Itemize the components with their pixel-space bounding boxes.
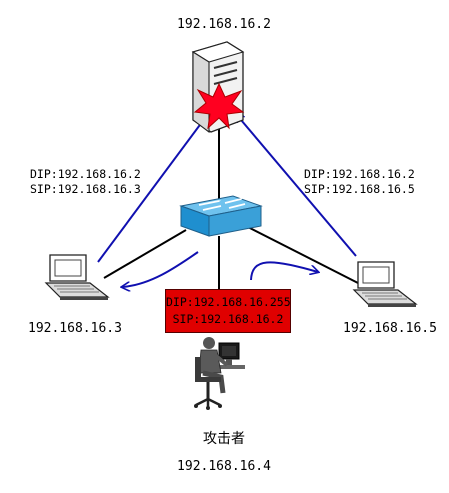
right-laptop-icon [352,261,418,307]
broadcast-arrows [122,251,318,287]
attack-packet-box: DIP:192.168.16.255 SIP:192.168.16.2 [165,289,291,333]
switch-icon [179,195,263,237]
right-packet-dip: DIP:192.168.16.2 [304,167,415,181]
right-packet-sip: SIP:192.168.16.5 [304,182,415,196]
right-host-ip-label: 192.168.16.5 [343,321,437,336]
server-ip-label: 192.168.16.2 [177,17,271,32]
attacker-ip-label: 192.168.16.4 [177,459,271,474]
attack-packet-sip: SIP:192.168.16.2 [172,312,284,326]
arrow-switch-to-left-host [122,251,199,287]
arrow-switch-to-right-host [250,261,318,281]
attacker-person-icon [194,337,245,410]
arrow-left-host-to-server [97,114,208,263]
link-switch-right-host [245,225,359,284]
left-packet-sip: SIP:192.168.16.3 [30,182,141,196]
link-switch-left-host [103,229,187,279]
attack-packet-dip: DIP:192.168.16.255 [166,295,291,309]
attack-burst-icon [193,82,245,130]
request-arrows [97,114,357,263]
attacker-title-label: 攻击者 [203,431,245,447]
left-host-ip-label: 192.168.16.3 [28,321,122,336]
left-laptop-icon [44,254,110,300]
left-packet-dip: DIP:192.168.16.2 [30,167,141,181]
arrow-right-host-to-server [236,114,357,257]
